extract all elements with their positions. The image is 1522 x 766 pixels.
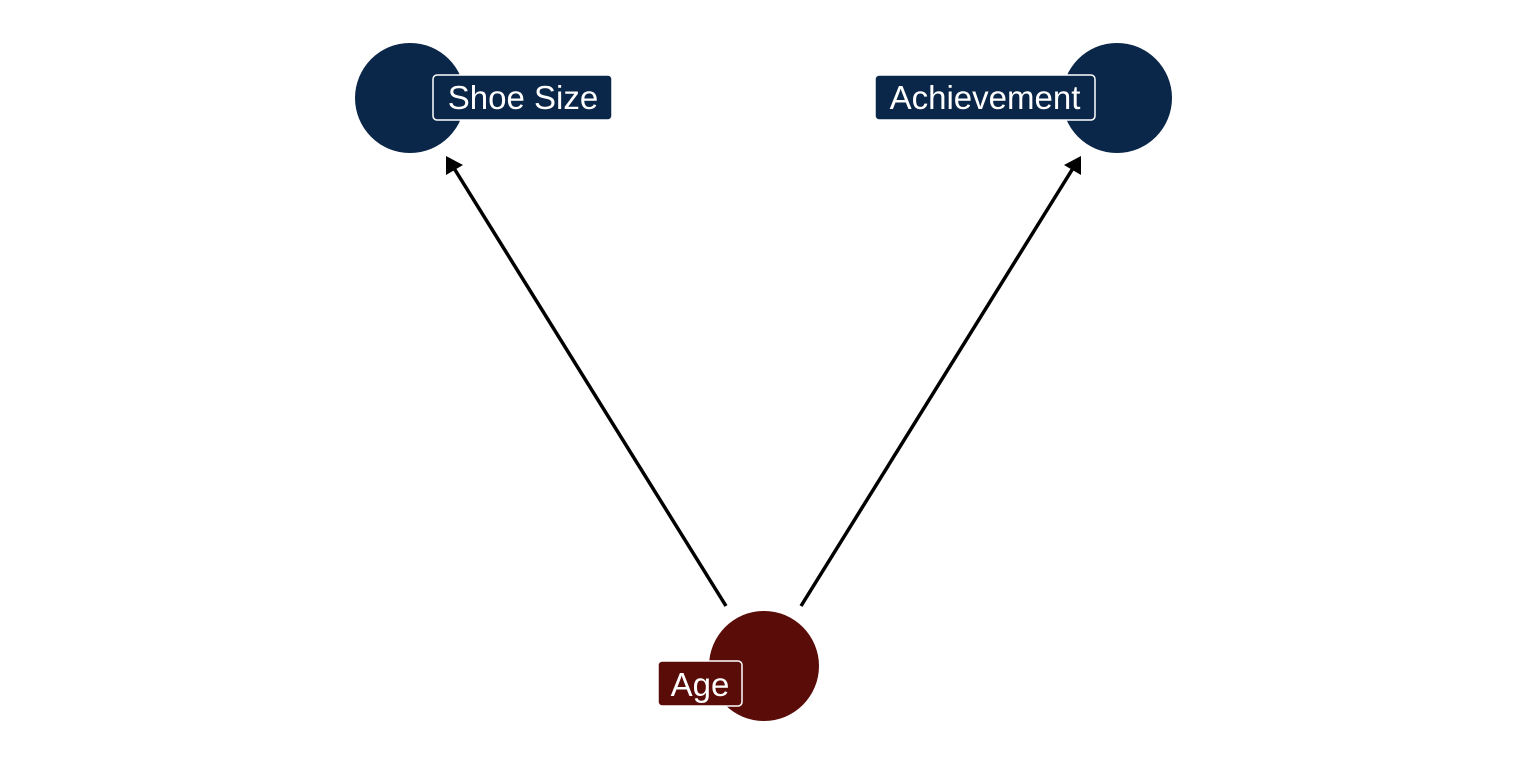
node-achievement-circle — [1062, 43, 1172, 153]
node-shoe-size-label: Shoe Size — [448, 79, 598, 116]
node-age[interactable]: Age — [657, 611, 819, 721]
edges — [446, 156, 1081, 607]
node-achievement-label-box — [874, 74, 1096, 121]
arrowhead-shoe-size — [446, 156, 463, 175]
arrowhead-achievement — [1064, 156, 1081, 175]
node-shoe-size[interactable]: Shoe Size — [355, 43, 613, 153]
node-achievement[interactable]: Achievement — [874, 43, 1172, 153]
node-achievement-label: Achievement — [890, 79, 1081, 116]
edge-age-to-achievement — [799, 164, 1077, 607]
node-age-label: Age — [671, 666, 730, 703]
node-age-label-box — [657, 660, 743, 707]
node-shoe-size-label-box — [432, 74, 613, 121]
node-shoe-size-circle — [355, 43, 465, 153]
edge-age-to-shoe-size — [450, 164, 728, 607]
